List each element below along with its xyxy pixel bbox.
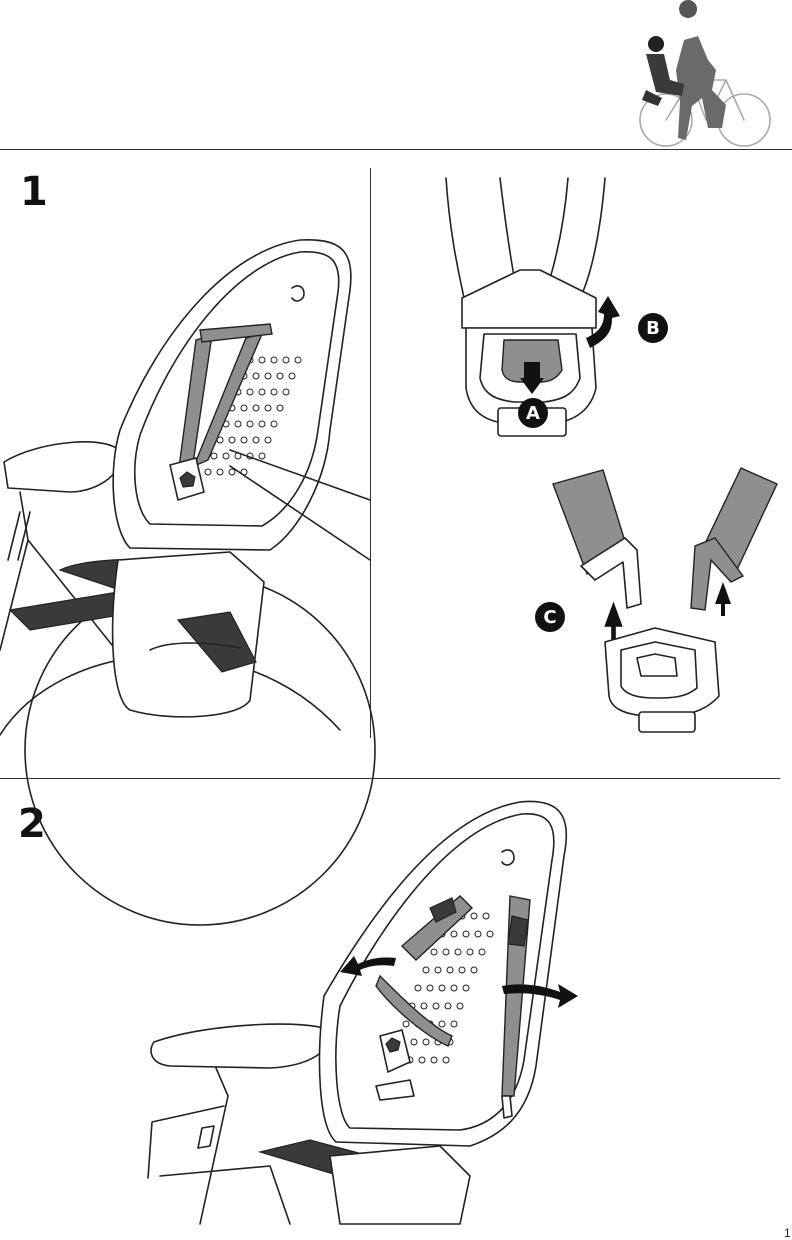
step-number-1: 1 [20, 169, 48, 215]
callout-c: C [535, 602, 565, 632]
callout-a: A [518, 398, 548, 428]
step-2-seat-illustration [147, 800, 578, 1225]
buckle-tongues-detail [552, 467, 778, 733]
step-1-divider [370, 168, 371, 738]
header-divider [0, 149, 792, 150]
cyclist-with-child-seat-icon [639, 0, 771, 147]
step-1-seat-illustration [0, 239, 376, 926]
page-number: 1 [784, 1226, 791, 1240]
section-divider [0, 778, 780, 779]
callout-b: B [638, 313, 668, 343]
